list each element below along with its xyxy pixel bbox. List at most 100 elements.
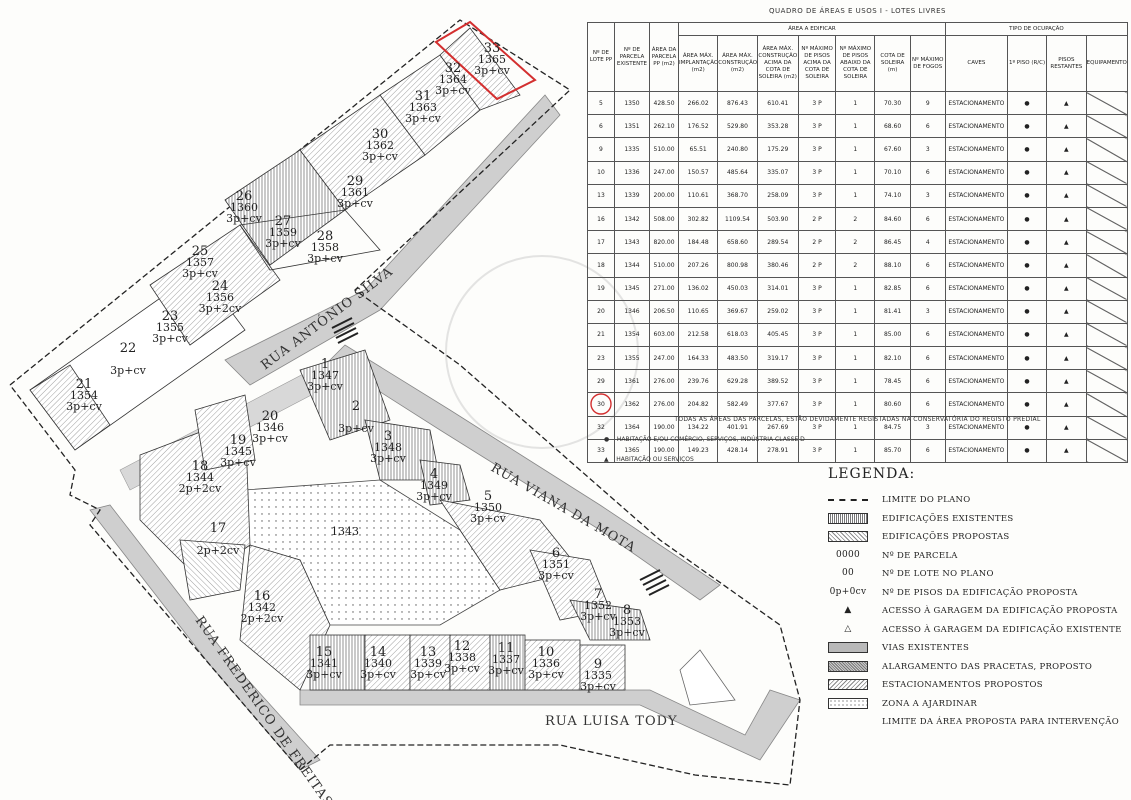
- cell-pisos-abaixo: 2: [835, 253, 876, 278]
- lot-lot-label: 15: [316, 645, 333, 660]
- cell-acima: 175.29: [756, 137, 799, 162]
- lot-floors-label: 2p+2cv: [197, 544, 240, 557]
- lot-lot-label: 4: [430, 467, 438, 482]
- equipment-empty-cell: [1085, 183, 1128, 208]
- lot-floors-label: 3p+cv: [252, 432, 288, 445]
- triangle-icon: ▲: [1046, 90, 1087, 116]
- cell-lote: 21: [587, 322, 615, 348]
- cell-pisos-acima: 3 P: [797, 438, 837, 464]
- cell-implantacao: 65.51: [677, 137, 719, 162]
- lot-parcel-label: 1336: [532, 657, 560, 670]
- cell-pisos-abaixo: 1: [835, 392, 876, 417]
- cell-implantacao: 212.58: [677, 322, 719, 348]
- legend-swatch: [828, 660, 868, 672]
- lot-lot-label: 31: [415, 89, 432, 104]
- cell-caves: ESTACIONAMENTO: [944, 438, 1008, 464]
- th-piso1: 1º PISO (R/C): [1006, 35, 1048, 92]
- upper-block: [29, 27, 521, 451]
- cell-implantacao: 150.57: [677, 160, 719, 185]
- th-fogos: Nº MÁXIMO DE FOGOS: [909, 35, 946, 92]
- cell-fogos: 3: [909, 137, 946, 162]
- triangle-icon: ▲: [1046, 415, 1087, 440]
- equipment-empty-cell: [1085, 322, 1128, 348]
- cell-parcela: 1350: [613, 90, 651, 116]
- cell-lote: 10: [587, 160, 615, 185]
- cell-pisos-acima: 2 P: [797, 230, 837, 255]
- lot-lot-label: 1: [321, 357, 329, 372]
- cell-construcao: 1109.54: [717, 206, 758, 232]
- cell-cota: 70.30: [874, 90, 911, 116]
- triangle-icon: ▲: [1046, 230, 1087, 255]
- bottom-row: [309, 634, 626, 691]
- cell-parcela: 1365: [613, 438, 651, 464]
- cell-lote: 18: [587, 253, 615, 278]
- cell-pisos-acima: 3 P: [797, 276, 837, 301]
- lot-lot-label: 26: [236, 189, 253, 204]
- lot-floors-label: 3p+cv: [444, 662, 480, 675]
- cell-pisos-abaixo: 1: [835, 137, 876, 162]
- lot-floors-label: 3p+cv: [226, 212, 262, 225]
- th-pisos-abaixo: Nº MÁXIMO DE PISOS ABAIXO DA COTA DE SOL…: [835, 35, 876, 92]
- cell-lote: 17: [587, 230, 615, 255]
- lot-parcel-label: 1352: [584, 599, 612, 612]
- lower-left-block: [139, 394, 331, 691]
- lot-floors-label: 3p+cv: [337, 197, 373, 210]
- legend-symbol: 0000: [835, 549, 861, 560]
- cell-cota: 82.85: [874, 276, 911, 301]
- circle-icon: ●: [1006, 206, 1048, 232]
- cell-pisos-acima: 3 P: [797, 137, 837, 162]
- cell-fogos: 6: [909, 322, 946, 348]
- lot-parcel-label: 1342: [248, 601, 276, 614]
- triangle-icon: ▲: [1046, 114, 1087, 139]
- plan-limit-line: [9, 19, 801, 786]
- legend-item: VIAS EXISTENTES: [828, 640, 1128, 659]
- lot-parcel-label: 1357: [186, 256, 214, 269]
- cell-lote: 9: [587, 137, 615, 162]
- lot-lot-label: 30: [372, 127, 389, 142]
- circle-bullet-icon: ●: [604, 436, 610, 443]
- lot-floors-label: 3p+cv: [405, 112, 441, 125]
- lot-lot-label: 14: [370, 645, 387, 660]
- th-lote: Nº DE LOTE PP: [587, 22, 615, 92]
- cell-area-parcela: 510.00: [649, 253, 679, 278]
- cell-pisos-abaixo: 2: [835, 230, 876, 255]
- lot-lot-label: 6: [552, 546, 560, 561]
- lot-parcel-label: 1354: [70, 389, 98, 402]
- lot-lot-label: 20: [262, 409, 279, 424]
- cell-pisos-acima: 2 P: [797, 206, 837, 232]
- lot-floors-label: 3p+cv: [488, 664, 524, 677]
- cell-cota: 80.60: [874, 392, 911, 417]
- equipment-empty-cell: [1085, 137, 1128, 162]
- cell-lote: 32: [587, 415, 615, 440]
- lot-floors-label: 3p+cv: [362, 150, 398, 163]
- equipment-empty-cell: [1085, 230, 1128, 255]
- circle-icon: ●: [1006, 438, 1048, 464]
- triangle-icon: ▲: [1046, 137, 1087, 162]
- cell-lote: 5: [587, 90, 615, 116]
- legend-label: ZONA A AJARDINAR: [882, 698, 978, 709]
- lot-parcel-label: 1339: [414, 657, 442, 670]
- cell-caves: ESTACIONAMENTO: [944, 114, 1008, 139]
- legend-symbol: 0p+0cv: [829, 586, 867, 597]
- lot-33-highlight[interactable]: [434, 20, 537, 101]
- legend-item: ZONA A AJARDINAR: [828, 696, 1128, 715]
- lot-lot-label: 29: [347, 174, 364, 189]
- legend-item: △ACESSO À GARAGEM DA EDIFICAÇÃO EXISTENT…: [828, 622, 1128, 641]
- lot-parcel-label: 1347: [311, 369, 339, 382]
- legend-label: Nº DE LOTE NO PLANO: [882, 569, 994, 579]
- cell-pisos-acima: 3 P: [797, 114, 837, 139]
- cell-acima: 267.69: [756, 415, 799, 440]
- th-area-parcela: ÁREA DA PARCELA PP (m2): [649, 22, 679, 92]
- cell-pisos-abaixo: 1: [835, 322, 876, 348]
- cell-cota: 67.60: [874, 137, 911, 162]
- lot-floors-label: 3p+cv: [220, 456, 256, 469]
- lot-floors-label: 3p+cv: [152, 332, 188, 345]
- cell-lote: 23: [587, 346, 615, 371]
- legend-symbol: ▲: [844, 605, 852, 615]
